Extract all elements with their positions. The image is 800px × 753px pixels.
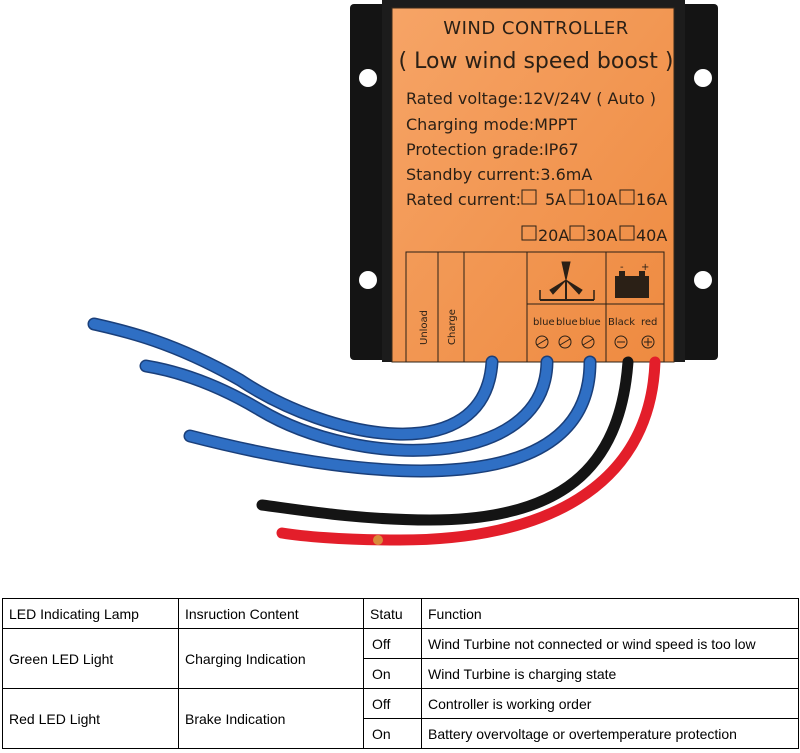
mount-hole-bottom-left [359, 271, 377, 289]
header-function: Function [421, 598, 799, 629]
current-option-40a: 40A [636, 226, 667, 245]
table-row: On Battery overvoltage or overtemperatur… [3, 718, 799, 749]
spec-rated-current-label: Rated current: [406, 190, 521, 209]
spec-charging-mode: Charging mode:MPPT [406, 115, 577, 134]
wind-controller-photo: WIND CONTROLLER ( Low wind speed boost )… [87, 0, 718, 546]
label-title: WIND CONTROLLER [443, 18, 628, 39]
current-option-20a: 20A [538, 226, 569, 245]
turbine-terminal-label-1: blue [533, 317, 555, 328]
spec-protection-grade: Protection grade:IP67 [406, 140, 579, 159]
current-checkbox-20a [521, 225, 537, 241]
battery-icon [615, 271, 649, 298]
cell-status: Off [363, 628, 422, 659]
red-wire [276, 356, 661, 546]
current-checkbox-30a [569, 225, 585, 241]
current-checkbox-40a [619, 225, 635, 241]
cell-status: Off [363, 688, 422, 719]
led-label-unload: Unload [419, 310, 430, 345]
cell-content-charging: Charging Indication [178, 628, 364, 689]
spec-rated-voltage: Rated voltage:12V/24V ( Auto ) [406, 89, 656, 108]
battery-terminal-label-black: Black [608, 317, 635, 328]
led-label-charge: Charge [447, 309, 458, 345]
cell-function: Battery overvoltage or overtemperature p… [421, 718, 799, 749]
battery-terminal-symbols [614, 335, 655, 349]
table-row: Green LED Light Charging Indication Off … [2, 628, 799, 689]
table-header-row: LED Indicating Lamp Insruction Content S… [2, 598, 799, 629]
cell-lamp-green: Green LED Light [2, 628, 179, 689]
current-option-10a: 10A [586, 190, 617, 209]
product-label [391, 7, 675, 363]
battery-minus-sign: - [620, 262, 624, 273]
turbine-terminal-symbols [535, 335, 595, 349]
cell-lamp-red: Red LED Light [2, 688, 179, 749]
mount-hole-bottom-right [694, 271, 712, 289]
label-subtitle: ( Low wind speed boost ) [399, 49, 674, 74]
terminal-panel [405, 251, 665, 363]
header-instruction-content: Insruction Content [178, 598, 364, 629]
mount-hole-top-left [359, 69, 377, 87]
current-option-5a: 5A [545, 190, 566, 209]
wind-turbine-icon [539, 261, 595, 301]
turbine-terminal-label-3: blue [579, 317, 601, 328]
header-led-lamp: LED Indicating Lamp [2, 598, 179, 629]
cell-status: On [363, 718, 422, 749]
cell-function: Wind Turbine is charging state [421, 658, 799, 689]
turbine-terminal-label-2: blue [556, 317, 578, 328]
cell-function: Controller is working order [421, 688, 799, 719]
spec-standby-current: Standby current:3.6mA [406, 165, 592, 184]
cell-function: Wind Turbine not connected or wind speed… [421, 628, 799, 659]
blue-signal-wires [87, 317, 597, 478]
battery-plus-sign: + [641, 262, 649, 273]
table-row: Red LED Light Brake Indication Off Contr… [2, 688, 799, 749]
current-checkbox-10a [569, 189, 585, 205]
cell-status: On [363, 658, 422, 689]
cell-content-brake: Brake Indication [178, 688, 364, 749]
red-wire-copper-end [373, 535, 383, 545]
current-option-16a: 16A [636, 190, 667, 209]
black-wire [256, 356, 634, 526]
led-indicator-table: LED Indicating Lamp Insruction Content S… [2, 598, 799, 749]
mount-hole-top-right [694, 69, 712, 87]
header-status: Statu [363, 598, 422, 629]
current-option-30a: 30A [586, 226, 617, 245]
battery-wires [256, 356, 661, 546]
current-checkbox-5a [521, 189, 537, 205]
battery-terminal-label-red: red [641, 317, 657, 328]
current-checkbox-16a [619, 189, 635, 205]
